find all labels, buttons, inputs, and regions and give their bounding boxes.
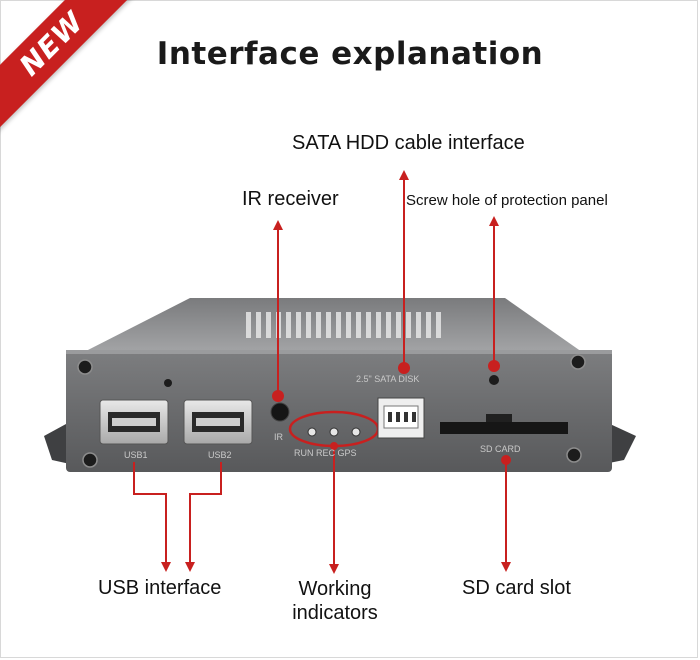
indicators-silkscreen: RUN REC GPS	[294, 448, 357, 458]
label-working-line1: Working	[298, 578, 372, 600]
label-sata-interface: SATA HDD cable interface	[292, 132, 525, 154]
anchor-dots	[272, 360, 511, 465]
usb1-silkscreen: USB1	[124, 450, 148, 460]
callout-lines	[133, 176, 507, 568]
ir-silkscreen: IR	[274, 432, 284, 442]
label-screw-hole: Screw hole of protection panel	[406, 192, 608, 209]
left-flange	[44, 424, 70, 464]
small-hole-icon	[164, 379, 172, 387]
sata-connector-icon	[377, 397, 425, 439]
label-sd-card-slot: SD card slot	[462, 577, 571, 599]
led-icon	[307, 427, 361, 437]
label-ir-receiver: IR receiver	[242, 188, 339, 210]
usb-port-icon	[183, 399, 253, 445]
device-top-panel	[84, 298, 582, 352]
sd-slot-icon	[440, 414, 568, 434]
usb-port-icon	[99, 399, 169, 445]
screw-icon	[77, 354, 586, 468]
label-working-line2: indicators	[292, 602, 378, 624]
usb2-silkscreen: USB2	[208, 450, 232, 460]
arrow-heads	[161, 170, 511, 574]
sata-disk-silkscreen: 2.5" SATA DISK	[356, 374, 419, 384]
sd-card-silkscreen: SD CARD	[480, 444, 521, 454]
label-usb-interface: USB interface	[98, 577, 222, 599]
page-title: Interface explanation	[156, 36, 544, 72]
label-working-indicators: Working indicators	[270, 577, 400, 625]
screw-hole-icon	[489, 375, 499, 385]
ir-receiver-icon	[270, 402, 290, 422]
